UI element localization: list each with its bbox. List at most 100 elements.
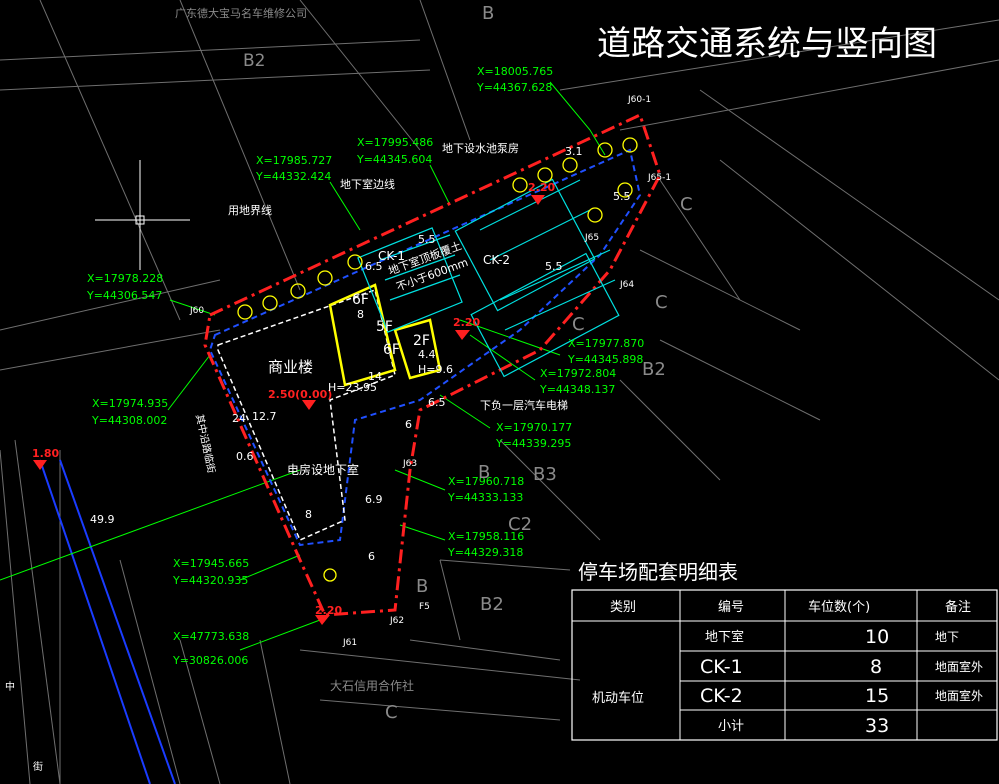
zone-label-top-b2: B2 [243, 51, 265, 71]
dimension: 6.5 [428, 396, 446, 409]
coordinate-labels: X=18005.765 Y=44367.628 X=17995.486 Y=44… [86, 65, 644, 667]
table-cell-note: 地面室外 [935, 688, 983, 703]
floors-label: 2F [413, 333, 430, 349]
table-cell-code: 小计 [718, 719, 744, 734]
dimension: 4.4 [418, 348, 436, 361]
point-label: F5 [419, 602, 430, 612]
coord-y: Y=44339.295 [495, 437, 571, 450]
zone-label: C [655, 292, 668, 313]
north-arrow-icon [95, 160, 190, 270]
parking-ck2 [454, 178, 620, 378]
elevation-value: 2.20 [453, 316, 480, 329]
dimension: 5.5 [545, 260, 563, 273]
parking-table-title: 停车场配套明细表 [578, 560, 738, 584]
coord-x: X=17985.727 [256, 154, 332, 167]
tree-markers [237, 137, 638, 582]
coord-x: X=17972.804 [540, 367, 616, 380]
point-label: J60-1 [627, 95, 651, 105]
road-side-label: 其中沿路临街 [193, 413, 218, 474]
coord-y: Y=44332.424 [255, 170, 331, 183]
point-labels: J60-1 J65-1 J65 J64 J60 J63 J62 J61 F5 [189, 95, 671, 648]
coord-x: X=17995.486 [357, 136, 433, 149]
dimension: 5.5 [613, 190, 631, 203]
zone-labels: C C C B2 B B3 C2 B B2 C [385, 194, 693, 723]
coord-x: X=18005.765 [477, 65, 553, 78]
zone-label: C [385, 702, 398, 723]
zone-label: B3 [533, 464, 557, 485]
coord-y: Y=44333.133 [447, 491, 523, 504]
coord-y: Y=44308.002 [91, 414, 167, 427]
dimension: 24 [232, 412, 246, 425]
table-header: 车位数(个) [808, 599, 870, 615]
table-cell-code: CK-1 [700, 656, 743, 678]
pump-room-label: 地下设水池泵房 [442, 142, 519, 155]
road-lines [39, 459, 176, 784]
elevation-triangles [33, 195, 545, 625]
dimension: 0.6 [236, 450, 254, 463]
building-5f [328, 283, 397, 387]
floors-label: 6F [383, 342, 400, 358]
zone-label: C2 [508, 514, 532, 535]
dimension: 5.5 [418, 233, 436, 246]
zone-label-top-b: B [482, 3, 494, 24]
point-label: J62 [389, 616, 404, 626]
table-cell-count: 15 [865, 685, 889, 707]
elevator-label: 下负一层汽车电梯 [480, 398, 568, 412]
coord-x: X=17974.935 [92, 397, 168, 410]
table-header: 备注 [945, 599, 971, 615]
basement-line-label: 地下室边线 [340, 177, 395, 191]
coord-y: Y=44320.935 [172, 574, 248, 587]
dimension: 49.9 [90, 513, 115, 526]
ck2-label: CK-2 [483, 253, 510, 267]
site-boundary [203, 112, 662, 617]
point-label: J65-1 [647, 173, 671, 183]
basement-boundary [208, 148, 642, 547]
coord-y: Y=44329.318 [447, 546, 523, 559]
coord-y: Y=44345.898 [567, 353, 643, 366]
bank-label: 大石信用合作社 [330, 678, 414, 693]
zone-label: B [416, 576, 428, 597]
coord-x: X=17970.177 [496, 421, 572, 434]
coord-x: X=47773.638 [173, 630, 249, 643]
dimension: 12.7 [252, 410, 277, 423]
dimension: 6.5 [365, 260, 383, 273]
elevation-value: 2.20 [528, 181, 555, 194]
point-label: J64 [619, 280, 634, 290]
ck1-label: CK-1 [378, 249, 405, 263]
substation-label: 电房设地下室 [287, 462, 359, 477]
building-2f [393, 318, 442, 380]
road-name-char: 街 [33, 760, 43, 773]
dimension: 8 [305, 508, 312, 521]
height-main: H=23.95 [328, 381, 377, 394]
floors-label: 5F [376, 319, 393, 335]
coord-x: X=17960.718 [448, 475, 524, 488]
commercial-label: 商业楼 [268, 358, 313, 376]
point-label: J65 [584, 233, 599, 243]
coord-x: X=17945.665 [173, 557, 249, 570]
table-header: 类别 [610, 600, 636, 615]
table-cell-code: 地下室 [705, 629, 744, 645]
annotations: 地下设水池泵房 地下室边线 用地界线 地下室顶板覆土 不小于600mm 下负一层… [5, 142, 568, 773]
dimension: 6 [368, 550, 375, 563]
coord-x: X=17978.228 [87, 272, 163, 285]
coord-y: Y=44367.628 [476, 81, 552, 94]
elevation-value: 1.80 [32, 447, 59, 460]
floors-label: 6F [352, 292, 369, 308]
table-cell-note: 地面室外 [935, 659, 983, 674]
dimension: 14 [368, 370, 382, 383]
zone-label: B [478, 462, 490, 483]
table-cell-count: 33 [865, 715, 889, 737]
road-name-char: 中 [5, 680, 15, 693]
elevation-values: 2.20 2.20 2.20 1.80 [32, 181, 555, 617]
table-cell-code: CK-2 [700, 685, 743, 707]
point-label: J61 [342, 638, 357, 648]
point-label: J63 [402, 459, 417, 469]
table-cell-count: 8 [870, 656, 882, 678]
drawing-title: 道路交通系统与竖向图 [597, 24, 937, 64]
zone-label: B2 [642, 359, 666, 380]
parking-table: 停车场配套明细表 类别 编号 车位数(个) 备注 机动车位 地下室 10 地下 … [571, 560, 998, 741]
coord-y: Y=44348.137 [539, 383, 615, 396]
height-small: H=9.6 [418, 363, 453, 376]
